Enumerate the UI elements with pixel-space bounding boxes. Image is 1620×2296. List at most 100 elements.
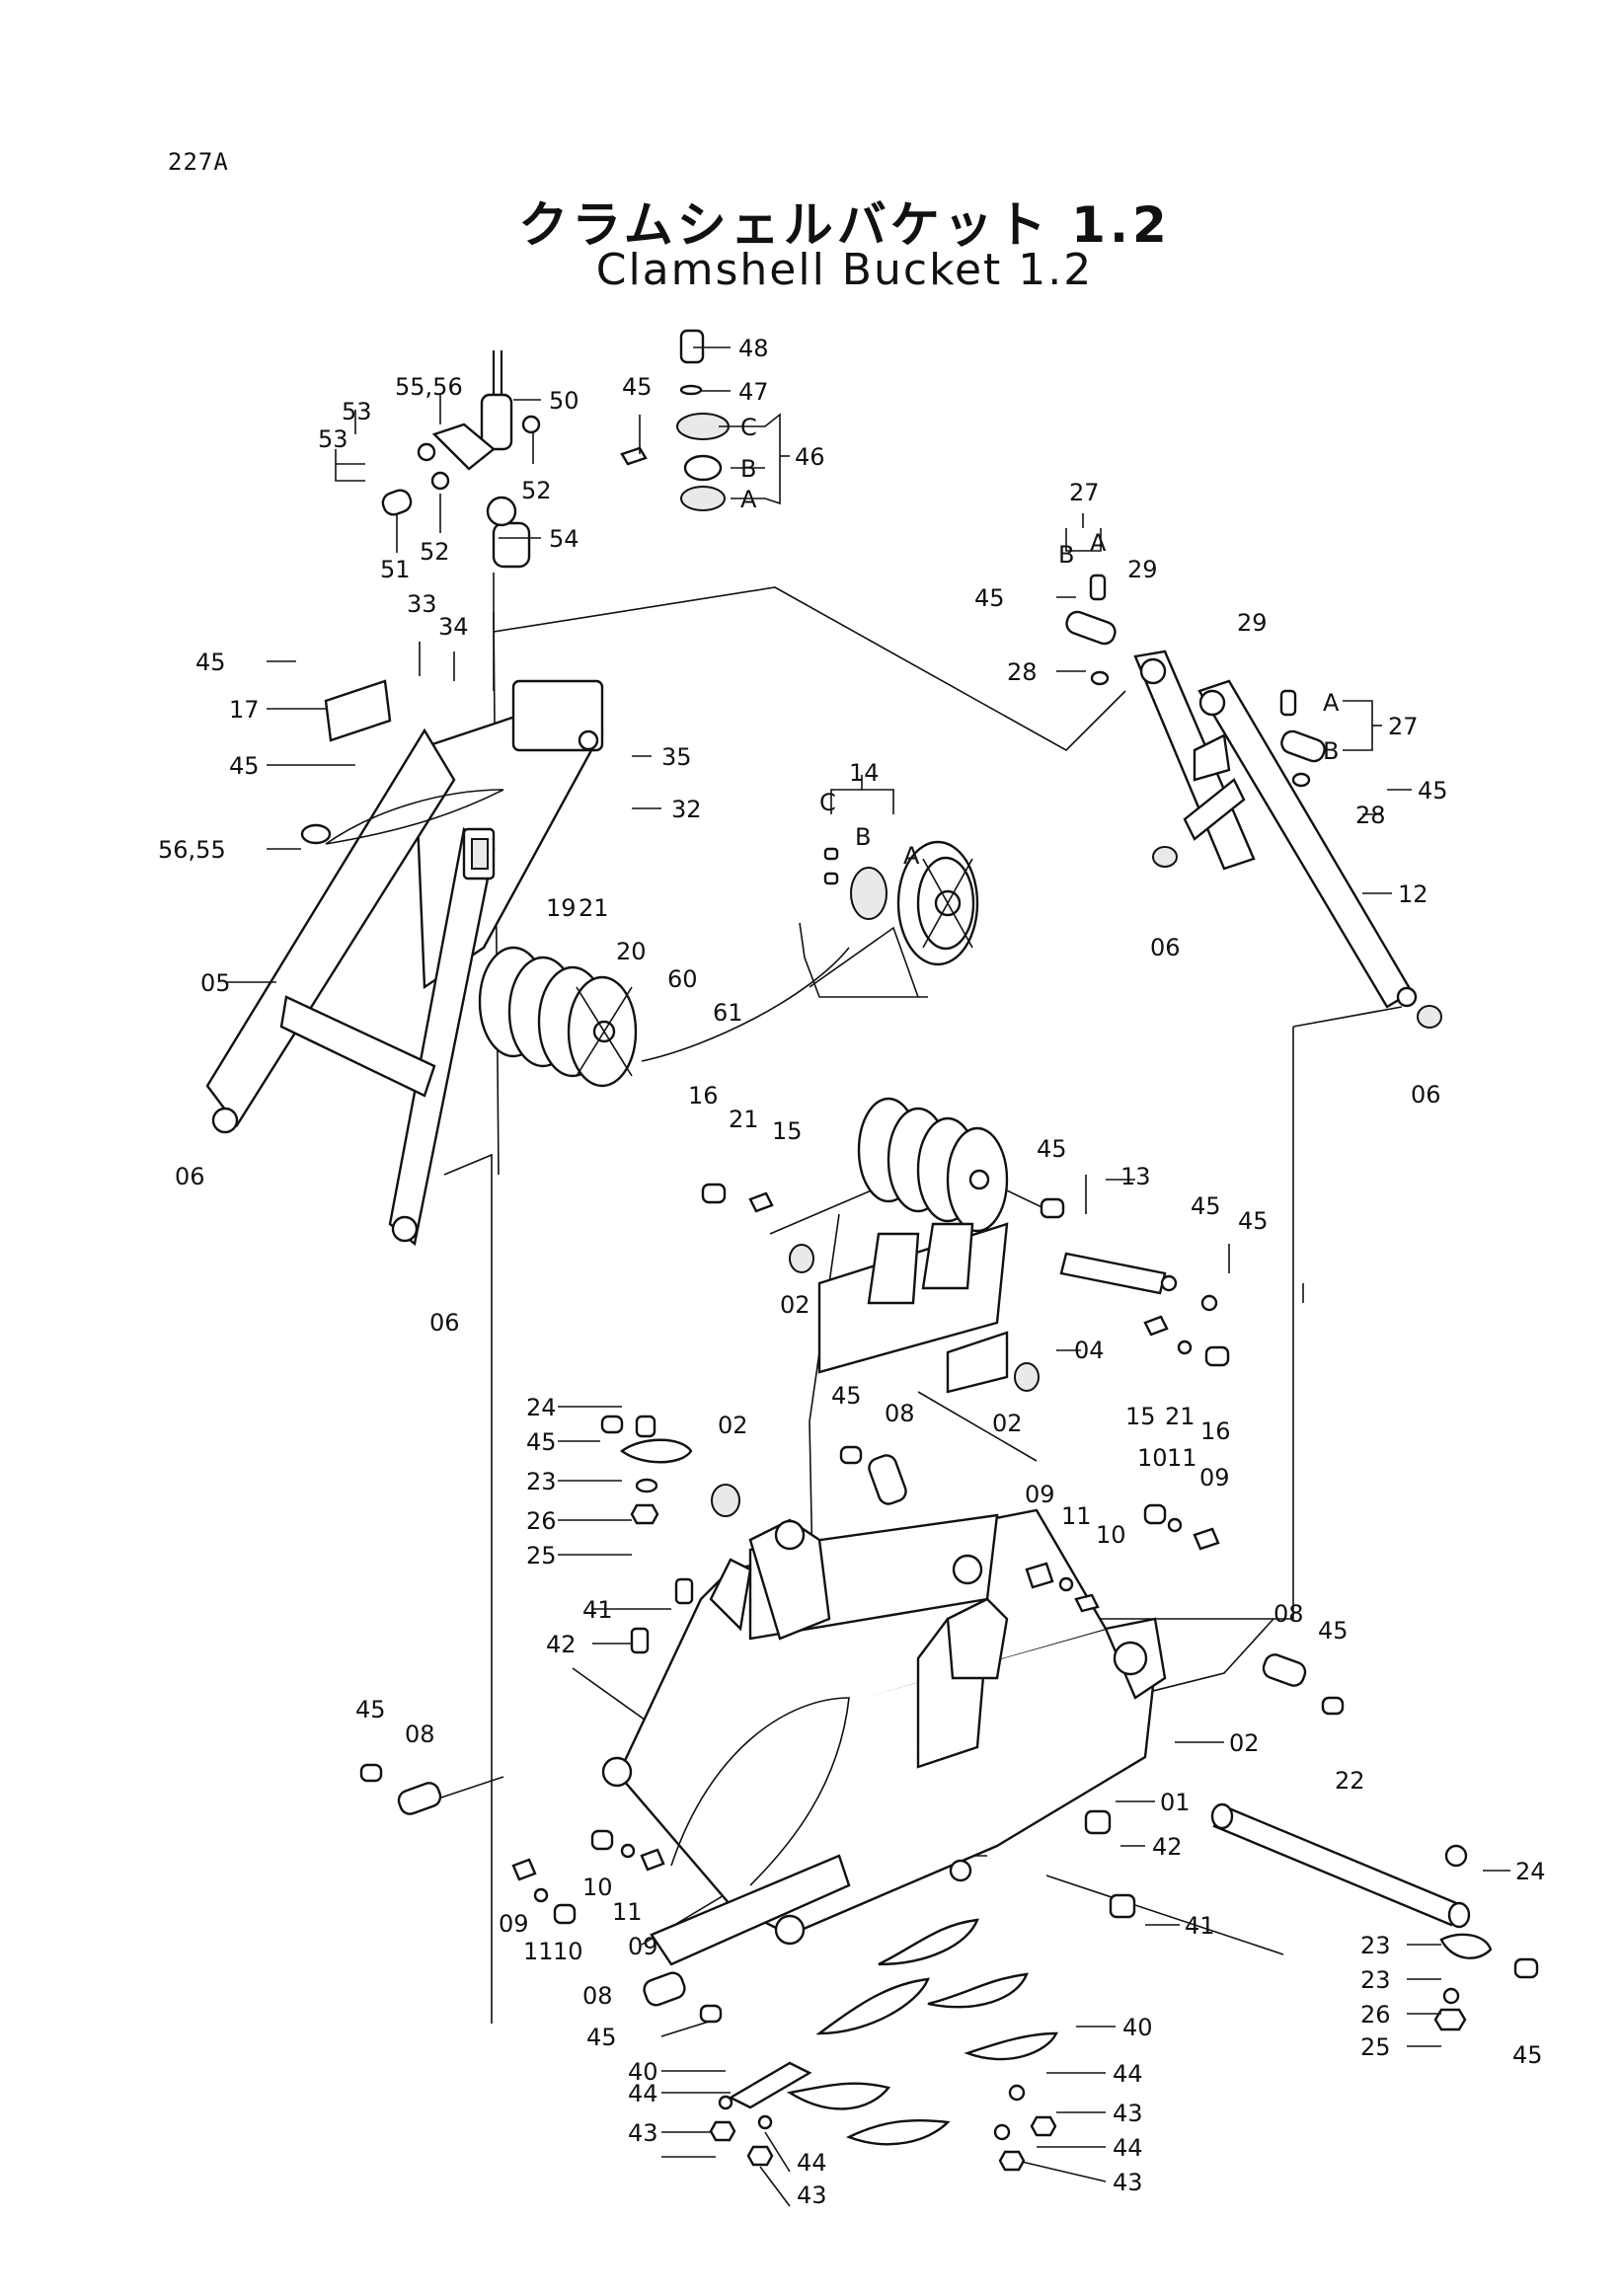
callout-label: 08 xyxy=(582,1982,613,2010)
callout-label: 40 xyxy=(628,2058,658,2086)
callout-label: 43 xyxy=(797,2181,827,2209)
callout-label: A xyxy=(1323,689,1340,717)
callout-label: 06 xyxy=(175,1163,205,1190)
callout-label: 60 xyxy=(667,965,698,993)
callout-label: 35 xyxy=(661,743,692,771)
callout-label: 47 xyxy=(738,378,769,406)
page-code: 227A xyxy=(168,148,229,176)
callout-label: 08 xyxy=(885,1400,915,1427)
callout-label: 02 xyxy=(718,1412,748,1439)
callout-label: 09 xyxy=(1025,1481,1055,1508)
callout-label: 28 xyxy=(1007,658,1038,686)
callout-label: 11 xyxy=(523,1938,554,1965)
callout-label: 11 xyxy=(1167,1444,1197,1472)
title-english: Clamshell Bucket 1.2 xyxy=(595,245,1094,295)
callout-label: 20 xyxy=(616,938,647,965)
callout-label: 43 xyxy=(1113,2169,1143,2196)
callout-label: 14 xyxy=(849,759,880,787)
callout-label: 45 xyxy=(355,1696,386,1723)
callout-label: 26 xyxy=(526,1507,557,1535)
callout-label: 45 xyxy=(1191,1192,1221,1220)
callout-label: 13 xyxy=(1120,1163,1151,1190)
callout-label: 45 xyxy=(229,752,260,780)
callout-label: 28 xyxy=(1355,802,1386,829)
callout-label: 04 xyxy=(1074,1337,1105,1364)
callout-label: 24 xyxy=(526,1394,557,1421)
callout-label: 11 xyxy=(612,1898,643,1926)
callout-label: 46 xyxy=(795,443,825,471)
callout-label: 45 xyxy=(974,584,1005,612)
callout-label: 25 xyxy=(1360,2033,1391,2061)
callout-label: 45 xyxy=(1037,1135,1067,1163)
callout-label: 41 xyxy=(1185,1912,1215,1940)
callout-label: A xyxy=(1090,529,1107,557)
callout-label: 44 xyxy=(628,2080,658,2107)
callout-label: 02 xyxy=(780,1291,810,1319)
callout-label: 29 xyxy=(1127,556,1158,583)
callout-label: B xyxy=(740,455,756,483)
callout-label: 44 xyxy=(1113,2134,1143,2162)
callout-label: 32 xyxy=(671,796,702,823)
callout-label: 10 xyxy=(1096,1521,1126,1549)
callout-label: 16 xyxy=(1200,1417,1231,1445)
callout-label: C xyxy=(740,414,757,441)
callout-label: 05 xyxy=(200,969,231,997)
callout-label: 45 xyxy=(195,649,226,676)
callout-label: 34 xyxy=(438,613,469,641)
callout-label: 15 xyxy=(772,1117,803,1145)
callout-label: 25 xyxy=(526,1542,557,1569)
callout-label: B xyxy=(1058,541,1074,569)
bucket-shaft xyxy=(1210,1802,1539,2031)
callout-label: 54 xyxy=(549,525,579,553)
callout-label: 01 xyxy=(1160,1789,1191,1816)
callout-label: 55,56 xyxy=(395,373,463,401)
callout-label: 02 xyxy=(1229,1729,1260,1757)
callout-label: 45 xyxy=(622,373,653,401)
callout-label: 48 xyxy=(738,335,769,362)
callout-label: 08 xyxy=(1273,1600,1304,1628)
callout-label: 56,55 xyxy=(158,836,226,864)
callout-label: 45 xyxy=(1238,1207,1269,1235)
callout-label: 45 xyxy=(586,2024,617,2051)
callout-label: 44 xyxy=(797,2149,827,2177)
callout-label: 23 xyxy=(1360,1966,1391,1994)
callout-label: 29 xyxy=(1237,609,1268,637)
callout-label: 40 xyxy=(1122,2014,1153,2041)
callout-label: 45 xyxy=(1418,777,1448,804)
bucket-teeth xyxy=(709,1918,1058,2172)
callout-label: 22 xyxy=(1335,1767,1365,1795)
callout-label: 06 xyxy=(429,1309,460,1337)
callout-label: 42 xyxy=(546,1631,577,1658)
callout-label: 27 xyxy=(1388,713,1419,740)
callout-label: 45 xyxy=(526,1428,557,1456)
left-arm-frame xyxy=(205,679,604,1247)
callout-label: 26 xyxy=(1360,2001,1391,2028)
callout-label: 41 xyxy=(582,1596,613,1624)
callout-label: 09 xyxy=(499,1910,529,1938)
callout-label: A xyxy=(903,842,920,870)
callout-label: 08 xyxy=(405,1721,435,1748)
callout-label: 27 xyxy=(1069,479,1100,506)
callout-label: 17 xyxy=(229,696,260,724)
callout-label: 06 xyxy=(1150,934,1181,961)
callout-label: 09 xyxy=(1199,1464,1230,1492)
title-japanese: クラムシェルバケット 1.2 xyxy=(518,196,1171,254)
callout-label: 02 xyxy=(992,1410,1023,1437)
callout-label: 50 xyxy=(549,387,579,415)
sheave-assembly-detail xyxy=(799,840,979,998)
bushing-stack xyxy=(620,329,730,511)
callout-label: 24 xyxy=(1515,1858,1546,1885)
callout-label: 19 xyxy=(546,894,577,922)
callout-label: 51 xyxy=(380,556,411,583)
leader-lines xyxy=(227,346,1510,2207)
center-sheave-block xyxy=(701,1097,1230,1394)
callout-label: 11 xyxy=(1061,1502,1092,1530)
callout-label: B xyxy=(1323,737,1339,765)
callout-label: 10 xyxy=(1137,1444,1168,1472)
lock-plates-and-bolts xyxy=(511,1503,1220,1925)
callout-label: 10 xyxy=(582,1874,613,1901)
callout-label: 23 xyxy=(1360,1932,1391,1959)
callout-label: 53 xyxy=(318,425,348,453)
callout-label: 15 xyxy=(1125,1403,1156,1430)
